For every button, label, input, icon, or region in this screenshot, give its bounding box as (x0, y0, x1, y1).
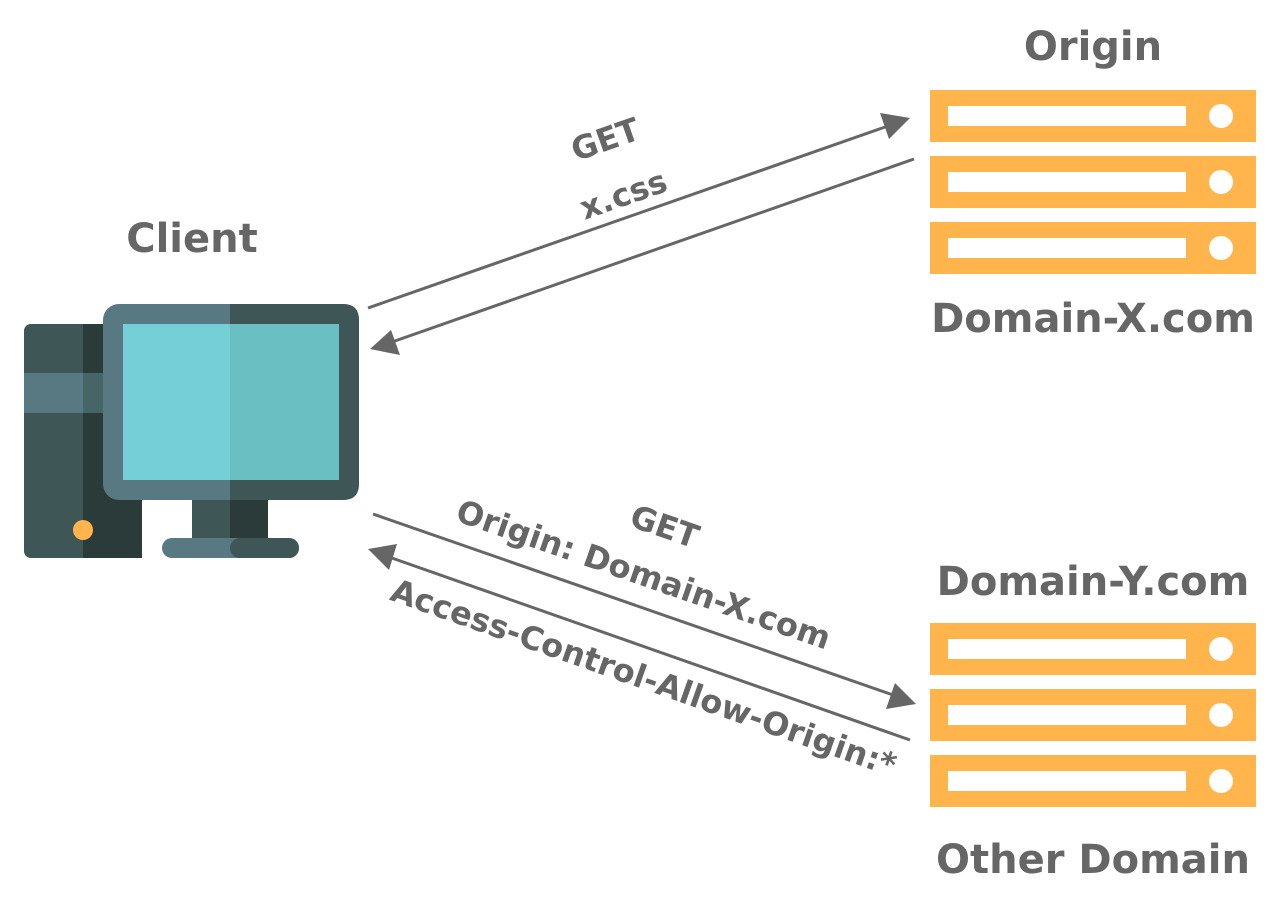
client-label: Client (126, 216, 258, 262)
origin-request-arrow (367, 113, 910, 310)
origin-request-method-label: GET (566, 110, 645, 169)
cross-response-arrow (368, 544, 911, 742)
monitor-foot-shade (230, 538, 299, 558)
cross-response-header-label: Access-Control-Allow-Origin:* (386, 571, 902, 784)
origin-rack-2-led (1209, 170, 1233, 194)
origin-rack-1-slot (948, 106, 1186, 126)
origin-rack-1-led (1209, 104, 1233, 128)
other-rack-2-slot (948, 705, 1186, 725)
other-domain-name-label: Domain-Y.com (937, 559, 1250, 605)
power-led-icon (73, 520, 93, 540)
other-server-icon (930, 623, 1256, 807)
origin-response-arrow (370, 157, 915, 355)
other-domain-title-label: Other Domain (936, 837, 1250, 883)
cross-request-arrow (372, 512, 916, 709)
origin-title: Origin (1024, 24, 1162, 70)
other-rack-1-led (1209, 637, 1233, 661)
origin-domain-label: Domain-X.com (931, 296, 1255, 342)
other-rack-2-led (1209, 703, 1233, 727)
origin-server-icon (930, 90, 1256, 274)
desktop-computer-icon (24, 304, 359, 558)
monitor-neck-shade (230, 496, 268, 542)
origin-rack-2-slot (948, 172, 1186, 192)
origin-rack-3-led (1209, 236, 1233, 260)
other-rack-3-led (1209, 769, 1233, 793)
cross-request-method-label: GET (625, 497, 704, 556)
monitor-screen-shade (230, 324, 339, 480)
other-rack-3-slot (948, 771, 1186, 791)
origin-rack-3-slot (948, 238, 1186, 258)
other-rack-1-slot (948, 639, 1186, 659)
